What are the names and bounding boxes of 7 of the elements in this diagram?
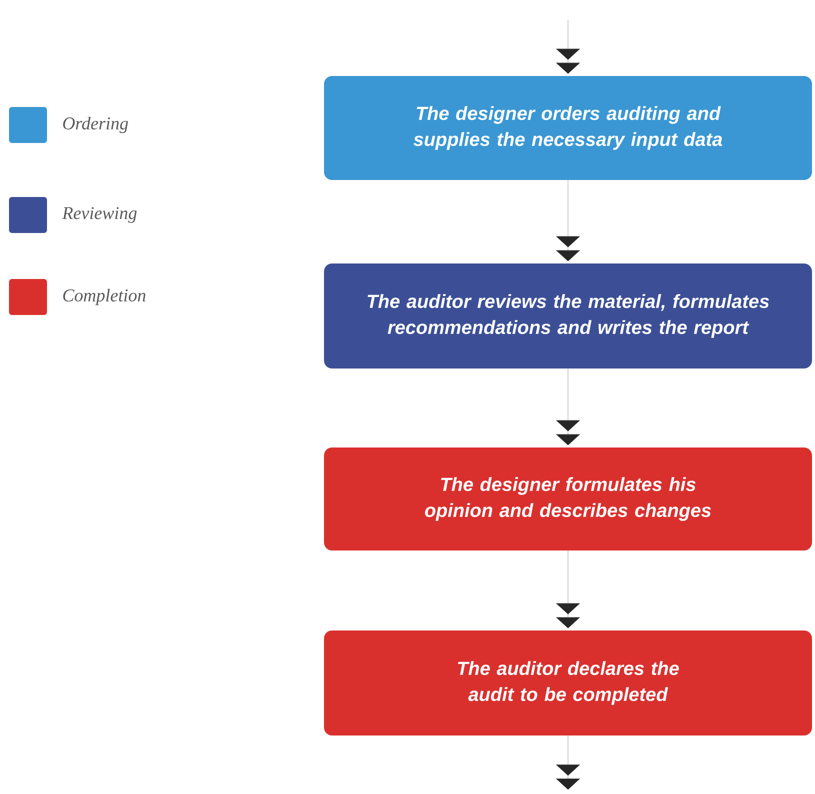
process-box: The designer orders auditing and supplies the necessary input data	[324, 76, 812, 180]
legend-label: Ordering	[63, 116, 128, 134]
legend-label: Completion	[63, 288, 146, 306]
process-box: The designer formulates his opinion and describes changes	[324, 447, 812, 550]
legend-label: Reviewing	[62, 207, 137, 223]
process-box: The auditor reviews the material, formulates recommendations and writes the report	[324, 263, 812, 368]
process-box: The auditor declares the audit to be completed	[324, 630, 812, 736]
